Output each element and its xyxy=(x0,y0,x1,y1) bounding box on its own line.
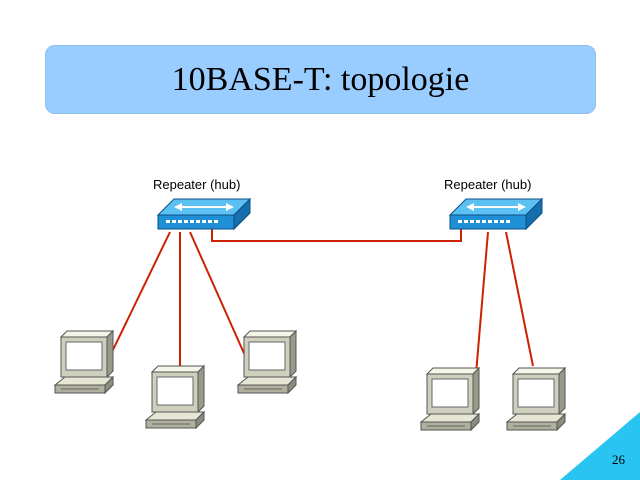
hub-label-left: Repeater (hub) xyxy=(153,177,241,192)
desktop-computer-icon xyxy=(145,365,205,429)
desktop-computer-icon xyxy=(54,330,114,394)
corner-triangle xyxy=(560,412,640,480)
desktop-computer-icon xyxy=(506,367,566,431)
link-hub1-pc1 xyxy=(109,231,171,357)
slide-title: 10BASE-T: topologie xyxy=(171,60,470,98)
hub-to-hub-link xyxy=(211,228,462,242)
page-number: 26 xyxy=(612,452,625,467)
desktop-computer-icon xyxy=(420,367,480,431)
hub-label-right: Repeater (hub) xyxy=(444,177,532,192)
link-hub1-pc3 xyxy=(189,231,248,361)
desktop-computer-icon xyxy=(237,330,297,394)
network-hub-icon xyxy=(449,198,543,230)
network-hub-icon xyxy=(157,198,251,230)
link-hub2-pc4 xyxy=(475,231,489,375)
cable-links xyxy=(109,228,534,375)
title-banner: 10BASE-T: topologie xyxy=(45,45,596,114)
link-hub2-pc5 xyxy=(505,231,534,367)
